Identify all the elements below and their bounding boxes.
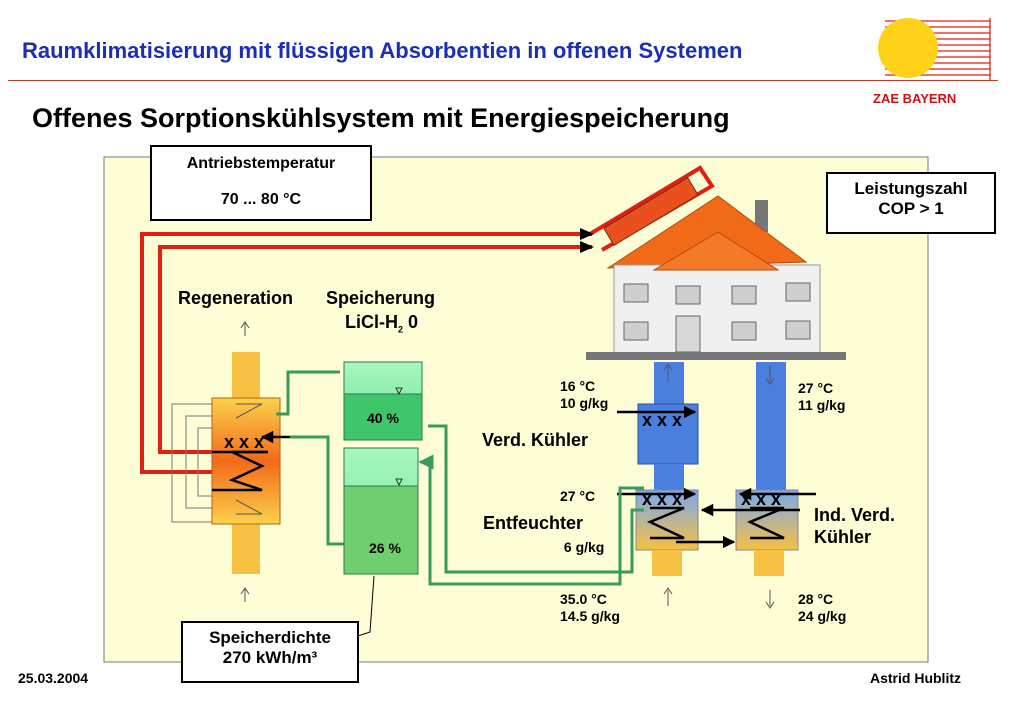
solution-pipes	[276, 370, 644, 586]
window	[675, 285, 701, 305]
outlet-humidity: 24 g/kg	[798, 608, 847, 624]
storage-density-box: Speicherdichte 270 kWh/m³	[181, 621, 359, 683]
outlet-duct	[754, 550, 784, 576]
licl-suffix: 0	[408, 312, 419, 332]
footer-author: Astrid Hublitz	[870, 670, 961, 686]
regeneration-label: Regeneration	[178, 288, 294, 308]
intermediate-temp: 27 °C	[560, 488, 596, 504]
exhaust-humidity: 11 g/kg	[798, 397, 846, 413]
regenerator-body	[211, 397, 281, 525]
dehumidifier-label: Entfeuchter	[483, 513, 584, 533]
licl-label: LiCl-H2 0	[345, 312, 418, 335]
slide-title: Offenes Sorptionskühlsystem mit Energies…	[32, 103, 730, 133]
svg-text:x x x: x x x	[642, 410, 682, 430]
dehumidifier-coil	[617, 487, 697, 540]
drive-temperature-title: Antriebstemperatur	[186, 155, 336, 172]
solar-collector	[603, 176, 699, 246]
window	[785, 282, 811, 302]
cop-value: COP > 1	[878, 199, 944, 218]
exhaust-air-readout: 27 °C 11 g/kg	[798, 380, 845, 414]
tank-level-marker	[395, 387, 403, 396]
window	[785, 320, 811, 340]
ind-evap-coil	[738, 487, 816, 540]
arrow-head	[580, 228, 594, 240]
outlet-air-readout: 28 °C 24 g/kg	[798, 591, 846, 625]
window	[623, 283, 649, 303]
cop-title: Leistungszahl	[854, 179, 968, 198]
regenerator-bypass	[171, 403, 212, 523]
intermediate-air-readout: 27 °C 6 g/kg	[560, 454, 604, 573]
tank-level-marker	[395, 478, 403, 487]
outlet-temp: 28 °C	[798, 591, 834, 607]
supply-humidity: 10 g/kg	[560, 395, 609, 411]
drive-temperature-box: Antriebstemperatur 70 ... 80 °C	[150, 145, 372, 221]
window	[623, 321, 649, 341]
ind-evap-cooler-line1: Ind. Verd.	[814, 505, 896, 525]
tank-top-percent: 40 %	[367, 410, 399, 426]
callout-line	[357, 575, 375, 637]
regenerator-baffles	[235, 403, 263, 515]
cop-box: Leistungszahl COP > 1	[826, 172, 996, 234]
arrow-head	[580, 241, 594, 253]
evap-cooler-coil: x x x	[617, 405, 697, 430]
door	[675, 315, 701, 353]
drive-temperature-value: 70 ... 80 °C	[220, 191, 302, 208]
storage-label: Speicherung	[326, 288, 436, 308]
spray-marks: x x x	[224, 432, 264, 452]
tank-bottom-percent: 26 %	[369, 540, 401, 556]
supply-duct	[654, 362, 684, 404]
ind-evap-cooler-line2: Kühler	[814, 527, 872, 547]
inlet-temp: 35.0 °C	[560, 591, 607, 607]
footer-date: 25.03.2004	[18, 670, 89, 686]
inlet-air-readout: 35.0 °C 14.5 g/kg	[560, 591, 620, 625]
tank-top-fill	[343, 393, 423, 441]
storage-density-title: Speicherdichte	[209, 628, 331, 647]
exhaust-duct	[756, 362, 786, 490]
supply-temp: 16 °C	[560, 378, 596, 394]
evap-cooler-label: Verd. Kühler	[482, 430, 589, 450]
org-name: ZAE BAYERN	[873, 91, 957, 106]
ind-evap-cooler-label: Ind. Verd. Kühler	[814, 504, 895, 548]
spray-marks: x x x	[741, 489, 781, 509]
exhaust-temp: 27 °C	[798, 380, 834, 396]
licl-subscript: 2	[398, 324, 404, 335]
inlet-duct	[652, 550, 682, 576]
header-title: Raumklimatisierung mit flüssigen Absorbe…	[22, 38, 743, 63]
spray-marks: x x x	[642, 489, 682, 509]
sun-logo-icon	[878, 18, 991, 80]
supply-air-readout: 16 °C 10 g/kg	[560, 378, 608, 412]
intermediate-humidity: 6 g/kg	[560, 539, 605, 555]
storage-density-value: 270 kWh/m³	[222, 648, 318, 667]
header-rule	[8, 80, 998, 81]
house	[586, 195, 846, 360]
window	[731, 321, 757, 341]
window	[731, 285, 757, 305]
supply-duct	[654, 464, 684, 490]
tank-bottom-fill	[343, 485, 419, 575]
licl-prefix: LiCl-H	[345, 312, 398, 332]
logo	[875, 18, 995, 82]
inlet-humidity: 14.5 g/kg	[560, 608, 620, 624]
flow-arrows	[240, 321, 775, 609]
